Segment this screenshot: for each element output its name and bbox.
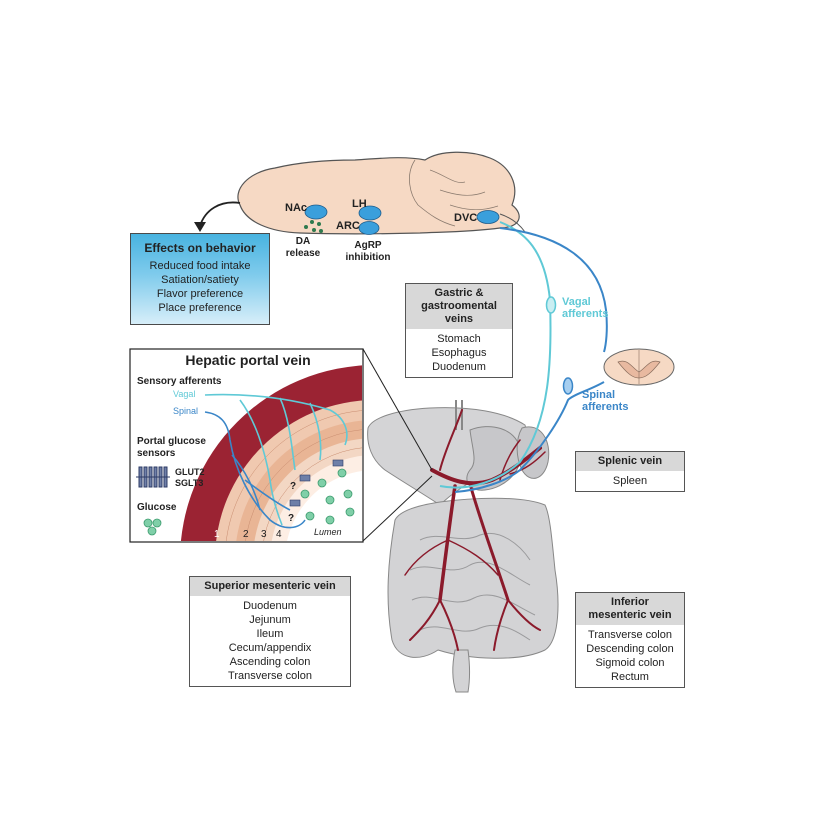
transporter-labels: GLUT2 SGLT3 [175,467,205,489]
splenic-vein-box: Splenic vein Spleen [575,451,685,492]
gastric-item: Duodenum [432,361,486,373]
lh-nucleus [358,205,382,221]
inset-spinal-label: Spinal [173,406,199,416]
nac-label: NAc [285,202,308,214]
hepatic-portal-inset [129,348,364,543]
layer-3-label: 3 [261,529,267,540]
portal-sensors-label: Portal glucose sensors [137,436,206,460]
dopamine-dots [304,220,323,233]
vagal-afferent-path [439,221,557,489]
portal-veins [404,409,546,651]
inferior-title-line: Inferior [611,596,649,608]
splenic-item: Spleen [612,475,648,487]
behavior-item: Reduced food intake [149,260,251,272]
arc-nucleus [358,221,380,235]
superior-item: Ascending colon [229,656,311,668]
gastric-title-line: veins [444,313,474,325]
spinal-cord [603,348,675,386]
dvc-nucleus [476,210,500,224]
inset-vagal-label: Vagal [173,389,196,399]
spinal-afferents-line: Spinal [582,389,616,401]
spinal-afferents-line: afferents [582,401,629,413]
agrp-inhibition-label: AgRP inhibition [340,240,396,264]
behavior-item: Flavor preference [156,288,244,300]
da-release-label: DA release [285,236,321,260]
glucose-legend-icon [143,518,162,536]
superior-item: Ileum [256,628,284,640]
behavior-title: Effects on behavior [144,241,256,255]
agrp-inhibition-line: AgRP [354,240,382,251]
dvc-label: DVC [454,212,478,224]
gastric-item: Esophagus [431,347,487,359]
vagal-afferents-line: afferents [562,308,609,320]
layer-2-label: 2 [243,529,249,540]
vagal-afferents-label: Vagal afferents [562,296,608,320]
superior-item: Cecum/appendix [228,642,312,654]
da-release-line: release [285,248,321,259]
inferior-item: Descending colon [586,643,674,655]
behavior-box: Effects on behavior Reduced food intake … [130,233,270,325]
da-release-line: DA [295,236,311,247]
portal-sensors-line: Portal glucose [137,436,206,447]
lh-label: LH [352,198,367,210]
superior-title: Superior mesenteric vein [190,577,350,596]
gastric-veins-box: Gastric & gastroomental veins Stomach Es… [405,283,513,378]
glut2-label: GLUT2 [175,467,205,477]
behavior-arrow [194,201,241,232]
inferior-item: Sigmoid colon [595,657,665,669]
layer-1-label: 1 [214,529,220,540]
layer-4-label: 4 [276,529,282,540]
spinal-afferents-label: Spinal afferents [582,389,628,413]
brain [237,151,526,235]
inferior-item: Transverse colon [588,629,672,641]
gastric-item: Stomach [437,333,481,345]
glucose-label: Glucose [137,502,177,513]
behavior-item: Place preference [158,302,242,314]
abdominal-organs [367,400,559,693]
gastric-title-line: Gastric & [434,287,484,299]
superior-item: Transverse colon [228,670,312,682]
inferior-item: Rectum [611,671,649,683]
vagal-afferents-line: Vagal [562,296,591,308]
nac-nucleus [304,204,328,220]
question-mark: ? [288,513,295,524]
transporter-legend-icon [136,466,170,488]
superior-mesenteric-box: Superior mesenteric vein Duodenum Jejunu… [189,576,351,687]
arc-label: ARC [336,220,360,232]
glucose-transporters [289,459,344,507]
gastric-title-line: gastroomental [421,300,497,312]
inferior-mesenteric-box: Inferior mesenteric vein Transverse colo… [575,592,685,688]
splenic-title: Splenic vein [576,452,684,471]
sensory-afferents-label: Sensory afferents [137,376,222,387]
inset-title: Hepatic portal vein [185,352,311,368]
lumen-label: Lumen [314,527,342,537]
behavior-item: Satiation/satiety [161,274,239,286]
sglt3-label: SGLT3 [175,478,204,488]
inset-connector [362,348,433,542]
inferior-title-line: mesenteric vein [588,609,672,621]
superior-item: Duodenum [243,600,297,612]
question-mark: ? [290,481,297,492]
spinal-afferent-path [454,227,608,493]
agrp-inhibition-line: inhibition [345,252,391,263]
portal-sensors-line: sensors [137,448,176,459]
glucose-molecules [300,468,355,525]
superior-item: Jejunum [249,614,291,626]
